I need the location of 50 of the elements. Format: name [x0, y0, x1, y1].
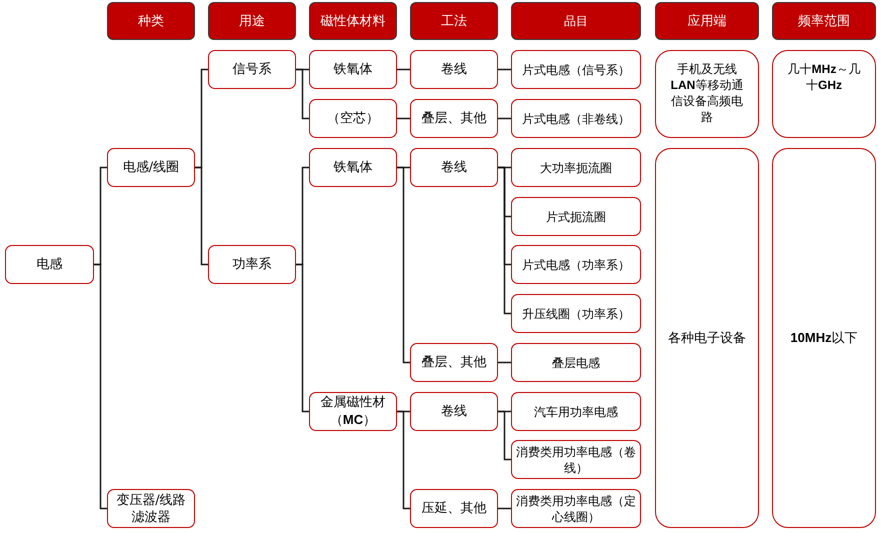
- connector-line: [498, 362, 511, 364]
- connector-line: [498, 118, 511, 120]
- category-box: 变压器/线路滤波器: [107, 489, 195, 528]
- connector-line: [296, 264, 309, 412]
- category-box: 叠层、其他: [410, 343, 498, 382]
- connector-line: [397, 68, 410, 70]
- connector-line: [498, 508, 511, 510]
- category-box: 电感: [5, 245, 94, 284]
- column-header: 磁性体材料: [309, 2, 397, 40]
- connector-line: [498, 410, 511, 460]
- category-box: 卷线: [410, 148, 498, 187]
- category-box: 升压线圈（功率系）: [511, 294, 641, 333]
- category-box: 卷线: [410, 50, 498, 89]
- category-box: 汽车用功率电感: [511, 392, 641, 431]
- connector-line: [195, 166, 208, 266]
- connector-line: [498, 68, 511, 70]
- category-box: 消费类用功率电感（卷线）: [511, 440, 641, 479]
- category-box: 信号系: [208, 50, 296, 89]
- category-box: 铁氧体: [309, 148, 397, 187]
- column-header: 种类: [107, 2, 195, 40]
- column-header: 频率范围: [772, 2, 876, 40]
- category-box: 电感/线圈: [107, 148, 195, 187]
- category-panel: 各种电子设备: [655, 148, 759, 528]
- category-box: 铁氧体: [309, 50, 397, 89]
- category-box: （空芯）: [309, 99, 397, 138]
- connector-line: [498, 166, 511, 314]
- category-box: 片式电感（功率系）: [511, 245, 641, 284]
- category-box: 大功率扼流圈: [511, 148, 641, 187]
- category-panel: 手机及无线LAN等移动通信设备高频电路: [655, 50, 759, 138]
- category-box: 片式扼流圈: [511, 197, 641, 236]
- category-box: 压延、其他: [410, 489, 498, 528]
- category-box: 消费类用功率电感（定心线圈）: [511, 489, 641, 528]
- column-header: 用途: [208, 2, 296, 40]
- category-box: 卷线: [410, 392, 498, 431]
- category-panel: 10MHz以下: [772, 148, 876, 528]
- column-header: 品目: [511, 2, 641, 40]
- category-box: 片式电感（非卷线）: [511, 99, 641, 138]
- connector-line: [94, 264, 107, 510]
- column-header: 工法: [410, 2, 498, 40]
- category-panel: 几十MHz～几十GHz: [772, 50, 876, 138]
- connector-line: [397, 410, 410, 510]
- connector-line: [296, 68, 309, 120]
- connector-line: [397, 118, 410, 120]
- category-box: 叠层电感: [511, 343, 641, 382]
- connector-line: [397, 166, 410, 364]
- category-box: 功率系: [208, 245, 296, 284]
- category-box: 片式电感（信号系）: [511, 50, 641, 89]
- column-header: 应用端: [655, 2, 759, 40]
- category-box: 叠层、其他: [410, 99, 498, 138]
- category-box: 金属磁性材（MC）: [309, 392, 397, 431]
